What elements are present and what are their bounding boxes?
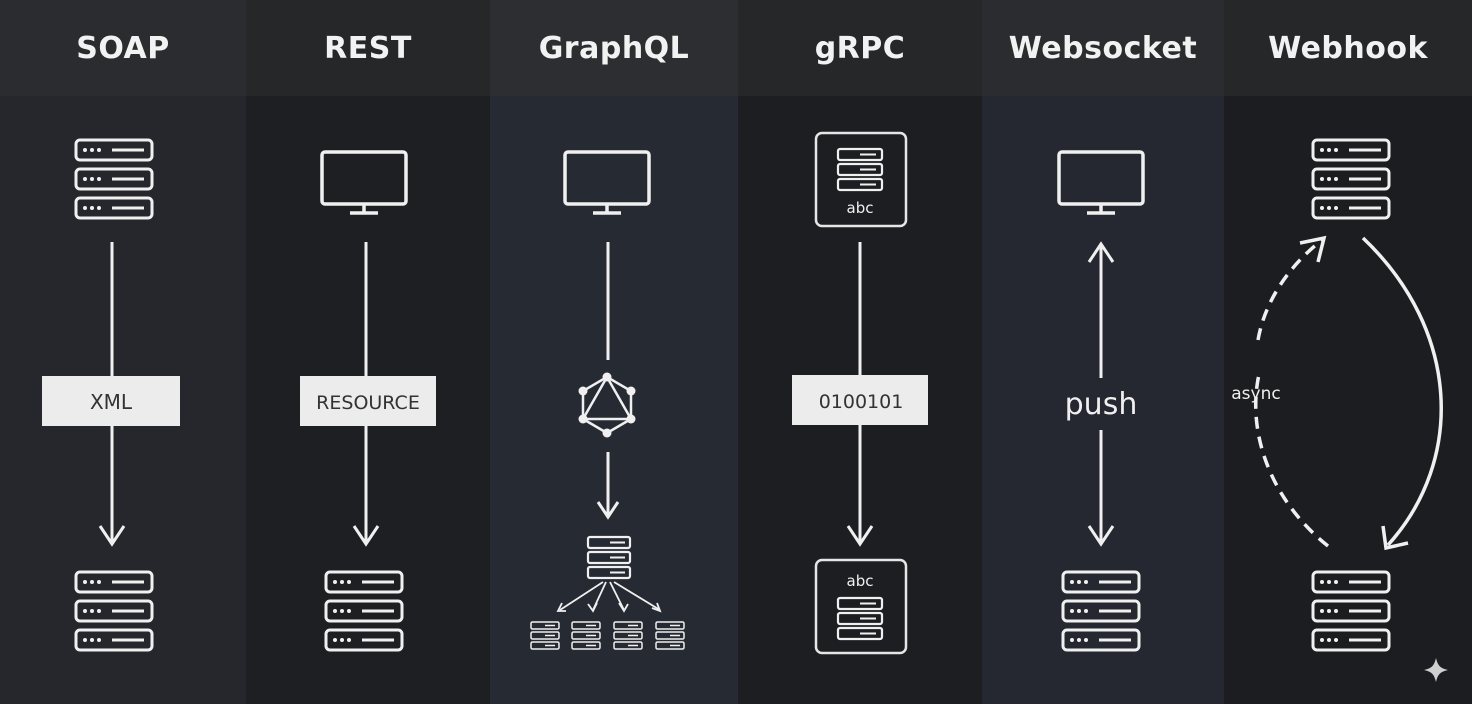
grpc-stub-box-top <box>814 131 908 228</box>
arrow-head <box>596 501 620 520</box>
data-source-icon <box>571 621 601 650</box>
server-icon <box>1061 570 1141 652</box>
column-title: GraphQL <box>490 0 738 96</box>
column-graphql: GraphQL <box>490 0 738 704</box>
client-monitor-icon <box>1057 150 1145 215</box>
payload-box <box>42 376 180 426</box>
column-websocket: Websocket <box>982 0 1224 704</box>
payload-box <box>300 376 436 426</box>
column-title: REST <box>246 0 490 96</box>
data-source-icon <box>530 621 560 650</box>
arrow-head <box>846 525 874 547</box>
arrow-head <box>1087 525 1115 547</box>
fan-out-arrows <box>556 581 662 613</box>
graphql-server-icon <box>586 535 632 580</box>
async-label: async <box>1231 384 1280 404</box>
server-icon <box>324 570 404 652</box>
column-title: gRPC <box>738 0 982 96</box>
arrow-head <box>1299 235 1327 263</box>
server-icon <box>74 138 154 220</box>
data-source-icon <box>655 621 685 650</box>
payload-label: RESOURCE <box>316 392 420 414</box>
arrow-head <box>1087 241 1115 263</box>
async-dashed-arrow-upper <box>1256 238 1324 341</box>
column-title: Webhook <box>1224 0 1472 96</box>
arrow-head <box>1381 525 1409 551</box>
server-icon <box>1311 570 1391 652</box>
column-soap: SOAP <box>0 0 246 704</box>
callback-curve-arrow <box>1361 236 1443 547</box>
payload-box <box>792 375 928 425</box>
grpc-bottom-box-label: abc <box>847 572 874 590</box>
client-monitor-icon <box>320 150 408 215</box>
arrow-head <box>98 525 126 547</box>
server-icon <box>74 570 154 652</box>
grpc-top-box-label: abc <box>847 199 874 217</box>
push-label: push <box>1065 387 1138 422</box>
async-dashed-arrow-lower <box>1253 369 1330 548</box>
column-title: SOAP <box>0 0 246 96</box>
graphql-logo-icon <box>578 372 636 438</box>
client-monitor-icon <box>563 150 651 215</box>
server-icon <box>1311 138 1391 220</box>
data-source-icon <box>613 621 643 650</box>
payload-label: 0100101 <box>819 391 904 413</box>
arrow-head <box>352 525 380 547</box>
payload-label: XML <box>90 390 133 414</box>
column-title: Websocket <box>982 0 1224 96</box>
grpc-stub-box-bottom <box>814 558 908 655</box>
sparkle-icon <box>1424 658 1448 682</box>
